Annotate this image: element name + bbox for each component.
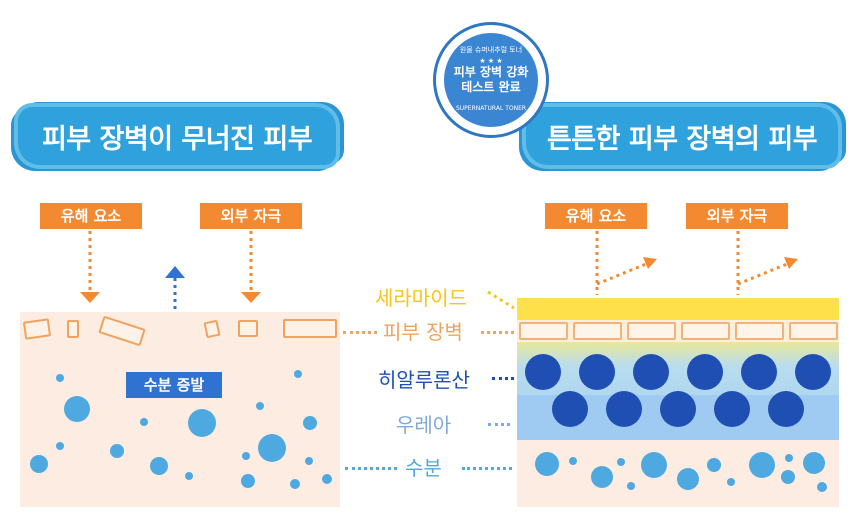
right-title: 튼튼한 피부 장벽의 피부 — [546, 123, 818, 155]
water-droplet — [641, 452, 667, 478]
water-droplet — [817, 482, 827, 492]
certification-badge: 원물 슈퍼내추럴 토너 ★ ★ ★ 피부 장벽 강화 테스트 완료 SUPERN… — [433, 22, 549, 138]
deflect-arrow-icon — [784, 257, 798, 269]
damaged-skin-panel — [20, 312, 340, 507]
barrier-brick — [735, 322, 784, 340]
water-droplet — [305, 457, 313, 465]
water-droplet — [591, 466, 613, 488]
hyaluronic-molecule — [633, 354, 669, 390]
badge-main-text: 피부 장벽 강화 테스트 완료 — [444, 65, 538, 95]
water-droplet — [290, 479, 300, 489]
water-droplet — [535, 452, 559, 476]
broken-barrier-cell — [238, 320, 258, 337]
water-droplet — [617, 458, 625, 466]
water-droplet — [781, 470, 795, 484]
water-droplet — [749, 452, 775, 478]
hyaluronic-molecule — [714, 391, 750, 427]
barrier-leader-right — [481, 331, 514, 334]
badge-bottom-text: SUPERNATURAL TONER — [455, 105, 527, 112]
water-droplet — [569, 457, 577, 465]
water-droplet — [727, 478, 735, 486]
water-droplet — [294, 370, 302, 378]
hyaluronic-molecule — [579, 354, 615, 390]
left-title-brush: 피부 장벽이 무너진 피부 — [18, 107, 336, 165]
urea-leader — [488, 423, 510, 426]
urea-label: 우레아 — [396, 413, 452, 437]
left-irritant-tag: 외부 자극 — [200, 203, 302, 229]
badge-line1: 피부 장벽 강화 — [453, 65, 529, 79]
water-droplet — [303, 416, 317, 430]
water-droplet — [258, 434, 286, 462]
up-arrow-icon — [165, 266, 185, 278]
right-title-brush: 튼튼한 피부 장벽의 피부 — [526, 107, 838, 165]
barrier-label: 피부 장벽 — [383, 320, 463, 344]
broken-barrier-cell — [203, 319, 221, 339]
water-droplet — [56, 374, 64, 382]
broken-barrier-cell — [283, 319, 337, 338]
broken-barrier-cell — [22, 318, 52, 340]
moisture-leader-left — [345, 467, 397, 470]
hyaluronic-molecule — [741, 354, 777, 390]
moisture-label: 수분 — [405, 456, 442, 480]
hyaluronic-molecule — [795, 354, 831, 390]
down-arrow-icon — [80, 292, 100, 303]
water-droplet — [150, 457, 168, 475]
star-icons: ★ ★ ★ — [479, 57, 503, 65]
moisture-leader-right — [462, 467, 512, 470]
barrier-brick — [519, 322, 568, 340]
hyaluronic-molecule — [768, 391, 804, 427]
water-droplet — [140, 418, 148, 426]
water-droplet — [785, 454, 793, 462]
deflect-arrow-icon — [643, 257, 657, 269]
barrier-brick — [627, 322, 676, 340]
hyaluronic-leader — [492, 377, 514, 380]
hyaluronic-molecule — [606, 391, 642, 427]
water-droplet — [188, 409, 216, 437]
left-harmful-tag: 유해 요소 — [40, 203, 142, 229]
right-irritant-tag: 외부 자극 — [686, 203, 788, 229]
hyaluronic-molecule — [687, 354, 723, 390]
water-droplet — [627, 482, 635, 490]
hyaluronic-molecule — [525, 354, 561, 390]
water-droplet — [64, 396, 90, 422]
healthy-skin-panel — [517, 298, 839, 507]
hyaluronic-molecule — [552, 391, 588, 427]
ceramide-label: 세라마이드 — [375, 286, 467, 310]
water-droplet — [242, 452, 250, 460]
evaporation-label: 수분 증발 — [126, 372, 222, 398]
water-droplet — [110, 444, 124, 458]
broken-barrier-cell — [98, 315, 146, 347]
broken-barrier-cell — [67, 320, 79, 338]
water-droplet — [707, 458, 721, 472]
water-droplet — [677, 468, 699, 490]
hyaluronic-molecule — [660, 391, 696, 427]
barrier-leader-left — [343, 331, 377, 334]
water-droplet — [322, 474, 332, 484]
left-title: 피부 장벽이 무너진 피부 — [41, 123, 313, 155]
badge-line2: 테스트 완료 — [461, 80, 521, 94]
barrier-brick — [573, 322, 622, 340]
badge-top-text: 원물 슈퍼내추럴 토너 — [459, 46, 523, 54]
water-droplet — [256, 402, 264, 410]
right-harmful-tag: 유해 요소 — [545, 203, 647, 229]
ceramide-layer — [517, 298, 839, 320]
barrier-brick — [789, 322, 838, 340]
water-droplet — [185, 472, 193, 480]
badge-inner: 원물 슈퍼내추럴 토너 ★ ★ ★ 피부 장벽 강화 테스트 완료 SUPERN… — [444, 33, 538, 127]
water-droplet — [803, 452, 825, 474]
hyaluronic-label: 히알루론산 — [378, 368, 470, 392]
water-droplet — [30, 455, 48, 473]
down-arrow-icon — [241, 292, 261, 303]
water-droplet — [56, 442, 64, 450]
barrier-brick — [681, 322, 730, 340]
water-droplet — [241, 474, 255, 488]
